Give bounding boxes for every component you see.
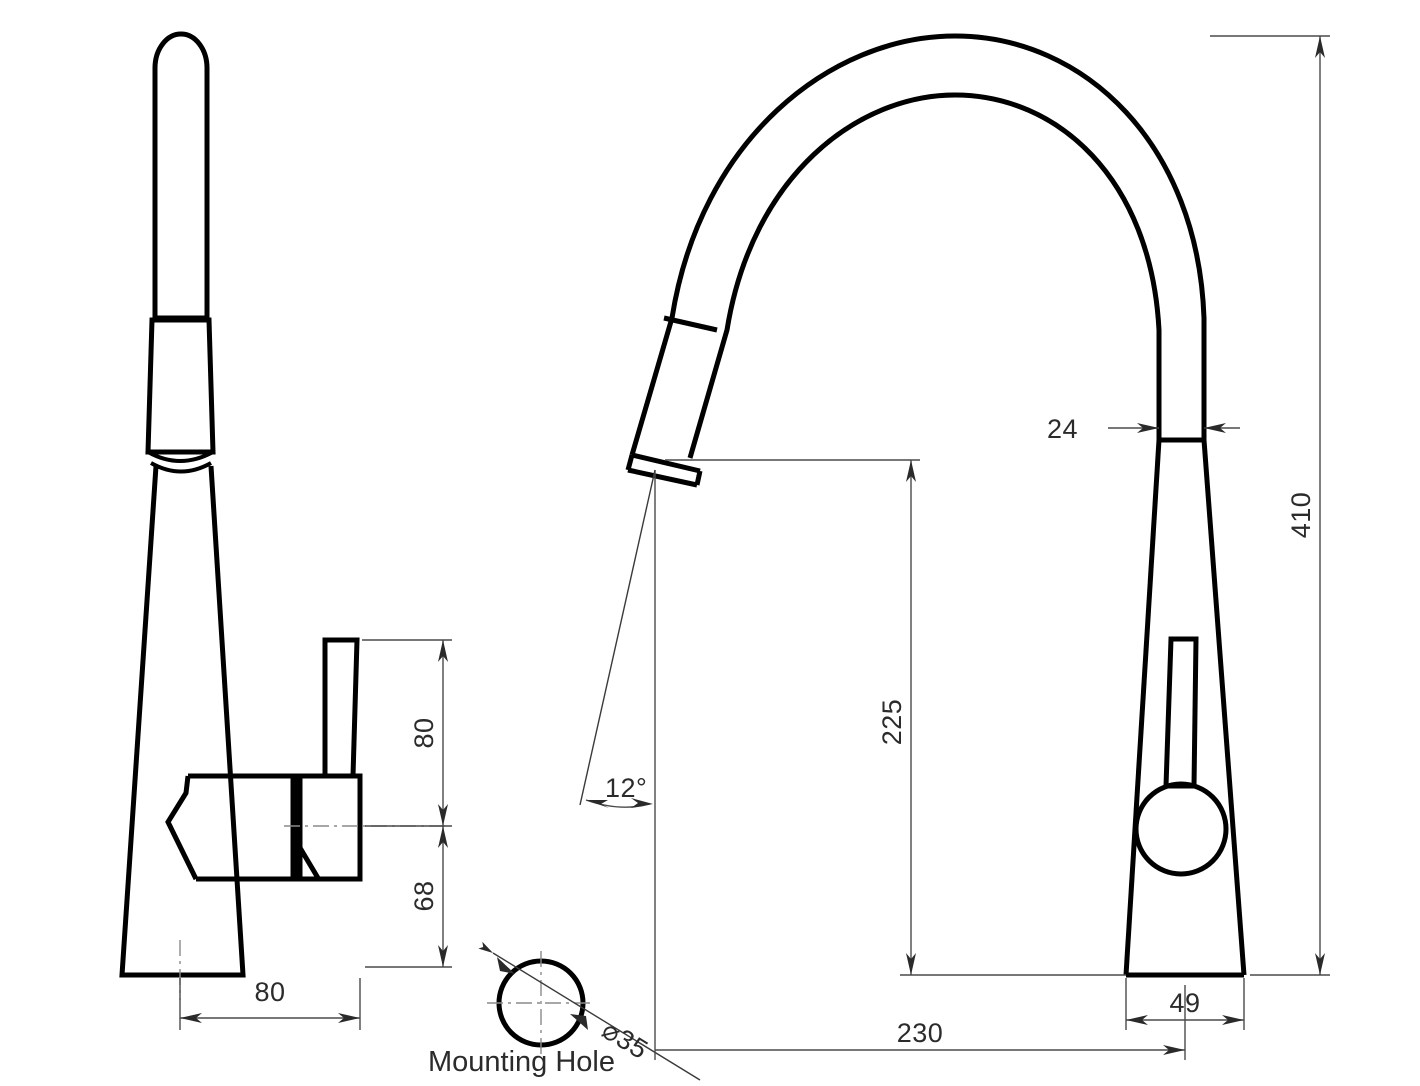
mounting-hole-diameter-leader	[478, 941, 701, 1081]
side-view-body	[119, 465, 246, 978]
dim-12deg-text: 12°	[605, 773, 647, 803]
dim-410-arrow-bottom	[1315, 953, 1325, 975]
dim-225-arrow-top	[906, 460, 916, 482]
dim-12deg-arrow-right	[631, 798, 653, 808]
dim-410-arrow-top	[1315, 36, 1325, 58]
dimension-spout-reach: 230	[654, 470, 1186, 1060]
dim-80b-text: 80	[254, 977, 285, 1007]
dimension-handle-hub-height: 68	[365, 826, 452, 968]
front-view-spout-collar	[663, 315, 718, 333]
front-view-handle-lever	[1163, 636, 1199, 789]
dim-68-arrow-top	[438, 826, 448, 848]
front-view-spout-tip-face	[631, 452, 701, 474]
side-view-collar-band	[150, 461, 212, 474]
dim-12deg-arrow-left	[586, 800, 609, 808]
dimension-base-depth: 80	[179, 977, 361, 1030]
mounting-hole-diameter-leader-arrow-in	[497, 957, 515, 974]
mounting-hole-detail-group: ⌀35 Mounting Hole	[428, 941, 701, 1081]
dim-80b-arrow-left	[180, 1013, 202, 1023]
dim-80a-arrow-top	[438, 640, 448, 662]
dim-80b-arrow-right	[338, 1013, 360, 1023]
dimension-handle-lever-height: 80	[362, 639, 452, 827]
front-view-body-right	[1201, 439, 1247, 976]
dim-12deg-ref-leader	[579, 469, 656, 806]
dim-410-text: 410	[1286, 492, 1316, 539]
dim-49-text: 49	[1169, 988, 1200, 1018]
side-view-collar-lower-curve	[147, 450, 214, 463]
front-view-handle-hub-circle	[1133, 781, 1229, 877]
side-view-collar	[145, 317, 216, 455]
side-view-group	[119, 31, 447, 1000]
dim-49-arrow-left	[1126, 1015, 1148, 1025]
dim-225-text: 225	[877, 699, 907, 746]
dim-230-text: 230	[897, 1018, 944, 1048]
dim-68-arrow-bottom	[438, 945, 448, 967]
front-view-spout-end-cap-side-left	[625, 454, 635, 471]
dim-80a-arrow-bottom	[438, 804, 448, 826]
side-view-handle-point	[165, 775, 199, 881]
mounting-hole-diameter-arrow-out	[570, 1014, 588, 1030]
front-view-gooseneck-inner	[687, 92, 1162, 459]
front-view-gooseneck-outer	[629, 33, 1207, 456]
front-view-spout-end-cap	[627, 467, 698, 488]
dimension-overall-height: 410	[1210, 35, 1330, 976]
dimension-spout-angle: 12°	[579, 469, 656, 808]
dimension-base-width: 49	[1125, 978, 1245, 1030]
mounting-hole-label: Mounting Hole	[428, 1046, 615, 1078]
dim-68-text: 68	[409, 880, 439, 911]
front-view-spout-end-cap-side-right	[694, 470, 703, 486]
side-view-spout-tube	[152, 31, 210, 321]
dim-230-arrow-right	[1163, 1045, 1185, 1055]
side-view-handle-lever	[322, 637, 360, 779]
dim-24-arrow-left	[1137, 423, 1159, 433]
dim-80a-text: 80	[409, 717, 439, 748]
dimension-neck-diameter: 24	[1047, 414, 1240, 444]
dimension-spout-height: 225	[665, 459, 1126, 976]
dim-24-arrow-right	[1204, 423, 1226, 433]
front-view-group	[625, 33, 1247, 978]
front-view-body-left	[1123, 439, 1162, 976]
dim-225-arrow-bottom	[906, 953, 916, 975]
dim-49-arrow-right	[1222, 1015, 1244, 1025]
dim-24-text: 24	[1047, 414, 1078, 444]
